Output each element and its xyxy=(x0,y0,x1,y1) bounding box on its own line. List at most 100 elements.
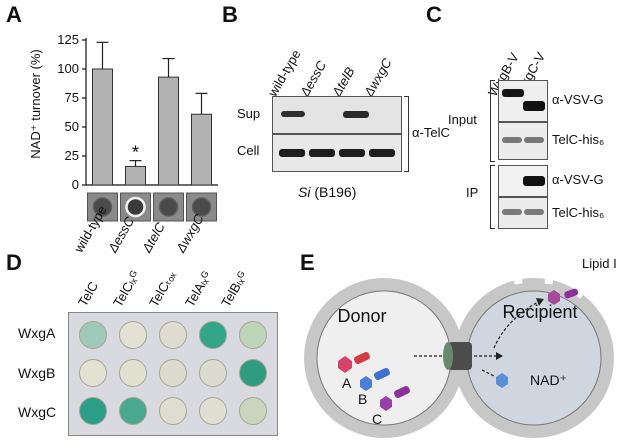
colony-spot xyxy=(199,397,227,425)
y-tick-label: 75 xyxy=(65,90,79,105)
blot-c-input-vsv xyxy=(498,80,548,122)
band-c-telc-1 xyxy=(502,137,522,143)
colony-spot xyxy=(239,397,267,425)
blot-c-input-telc xyxy=(498,122,548,160)
recipient-label: Recipient xyxy=(502,302,577,322)
complex-b-label: B xyxy=(358,391,367,407)
band-cell-4 xyxy=(369,149,395,157)
band-cell-3 xyxy=(339,149,365,157)
arrowhead-recipient xyxy=(496,352,503,360)
colony-spot xyxy=(239,359,267,387)
y-tick-label: 125 xyxy=(57,32,79,47)
col-label-telc: TelC xyxy=(75,278,102,309)
colony-spot xyxy=(159,359,187,387)
blot-sup xyxy=(272,96,402,134)
bracket-input xyxy=(490,80,495,162)
colony-spot xyxy=(199,321,227,349)
blot-label-ip-vsv: α-VSV-G xyxy=(552,172,604,187)
band-cell-2 xyxy=(309,149,335,157)
lane-label-delta-wxgc: ΔwxgC xyxy=(361,55,395,99)
group-label-ip: IP xyxy=(466,185,479,200)
hexagon-c xyxy=(380,396,392,411)
hexagon-a xyxy=(338,356,352,373)
rod-lipid xyxy=(564,288,579,299)
col-label-tela-lxg: TelAₗₓᴳ xyxy=(182,268,215,310)
significance-asterisk: * xyxy=(132,143,139,163)
blot-c-ip-telc xyxy=(498,197,548,229)
band-c-wxgb xyxy=(502,89,524,97)
agar-plate xyxy=(68,312,278,436)
col-label-telc-tox: TelCₜₒₓ xyxy=(146,268,179,310)
rod-c xyxy=(394,385,410,399)
colony-spot xyxy=(119,321,147,349)
blot-cell xyxy=(272,134,402,172)
well-spot xyxy=(158,197,179,217)
band-sup-telb xyxy=(343,111,369,118)
row-label-sup: Sup xyxy=(237,106,261,121)
bar xyxy=(125,165,146,186)
bar xyxy=(158,76,179,186)
bar xyxy=(191,113,212,186)
strain-label: Si (B196) xyxy=(298,184,357,200)
bar xyxy=(92,68,113,186)
arrowhead-lipid xyxy=(536,298,544,306)
antibody-label-b: α-TelC xyxy=(412,125,450,140)
blot-c-ip-vsv xyxy=(498,165,548,197)
y-axis-label: NAD⁺ turnover (%) xyxy=(28,49,43,158)
wall-gap-2 xyxy=(544,274,554,285)
row-label-cell: Cell xyxy=(237,143,260,158)
y-tick-label: 50 xyxy=(65,119,79,134)
bracket-b xyxy=(404,96,409,172)
nad-label: NAD⁺ xyxy=(530,372,567,388)
colony-spot xyxy=(119,359,147,387)
bracket-ip xyxy=(490,165,495,229)
arrow-to-lipid xyxy=(493,301,539,349)
channel-opening xyxy=(443,342,453,370)
arrow-to-nad xyxy=(481,369,495,377)
lane-label-delta-essc: ΔessC xyxy=(297,58,330,99)
y-tick-label: 100 xyxy=(57,61,79,76)
panel-a-bar-chart: NAD⁺ turnover (%) 0 25 50 75 100 125 * xyxy=(28,32,218,222)
panel-letter-d: D xyxy=(6,250,22,275)
well-spot xyxy=(125,196,146,218)
colony-spot xyxy=(159,397,187,425)
colony-spot xyxy=(239,321,267,349)
colony-spot xyxy=(159,321,187,349)
colony-spot xyxy=(79,397,107,425)
panel-letter-e: E xyxy=(300,250,315,275)
y-tick-label: 0 xyxy=(72,177,79,192)
well-spot xyxy=(191,197,212,217)
blot-label-ip-telc: TelC-his₆ xyxy=(552,205,605,220)
panel-e-diagram: Donor Recipient Lipid II NAD⁺ A B C xyxy=(304,256,617,438)
band-c-ip-telc-1 xyxy=(502,209,522,215)
hexagon-lipid xyxy=(548,290,560,305)
y-tick-label: 25 xyxy=(65,148,79,163)
band-c-telc-2 xyxy=(524,137,544,143)
group-label-input: Input xyxy=(448,112,477,127)
blot-label-input-telc: TelC-his₆ xyxy=(552,132,605,147)
well-spot xyxy=(92,197,113,217)
hexagon-b xyxy=(360,376,372,391)
row-label-wxgc: WxgC xyxy=(18,404,57,420)
hexagon-recipient xyxy=(496,373,508,388)
col-label-telb-lxg: TelBₗₓᴳ xyxy=(218,268,251,310)
complex-c-label: C xyxy=(372,411,382,427)
donor-label: Donor xyxy=(337,306,386,326)
band-sup-wt xyxy=(281,111,305,117)
row-label-wxgb: WxgB xyxy=(18,365,56,381)
colony-spot xyxy=(119,397,147,425)
secretion-channel xyxy=(448,342,472,370)
lane-label-delta-telb: ΔtelB xyxy=(329,64,358,99)
row-label-wxga: WxgA xyxy=(18,325,56,341)
panel-letter-b: B xyxy=(222,2,238,27)
colony-spot xyxy=(199,359,227,387)
band-c-wxgc xyxy=(523,101,545,111)
band-c-ip-wxgc xyxy=(523,176,545,186)
col-label-telc-lxg: TelCₗₓᴳ xyxy=(110,268,143,310)
panel-letter-c: C xyxy=(426,2,442,27)
blot-label-input-vsv: α-VSV-G xyxy=(552,92,604,107)
complex-a-label: A xyxy=(342,375,352,391)
band-c-ip-telc-2 xyxy=(524,209,544,215)
colony-spot xyxy=(79,359,107,387)
panel-letter-a: A xyxy=(6,2,22,27)
